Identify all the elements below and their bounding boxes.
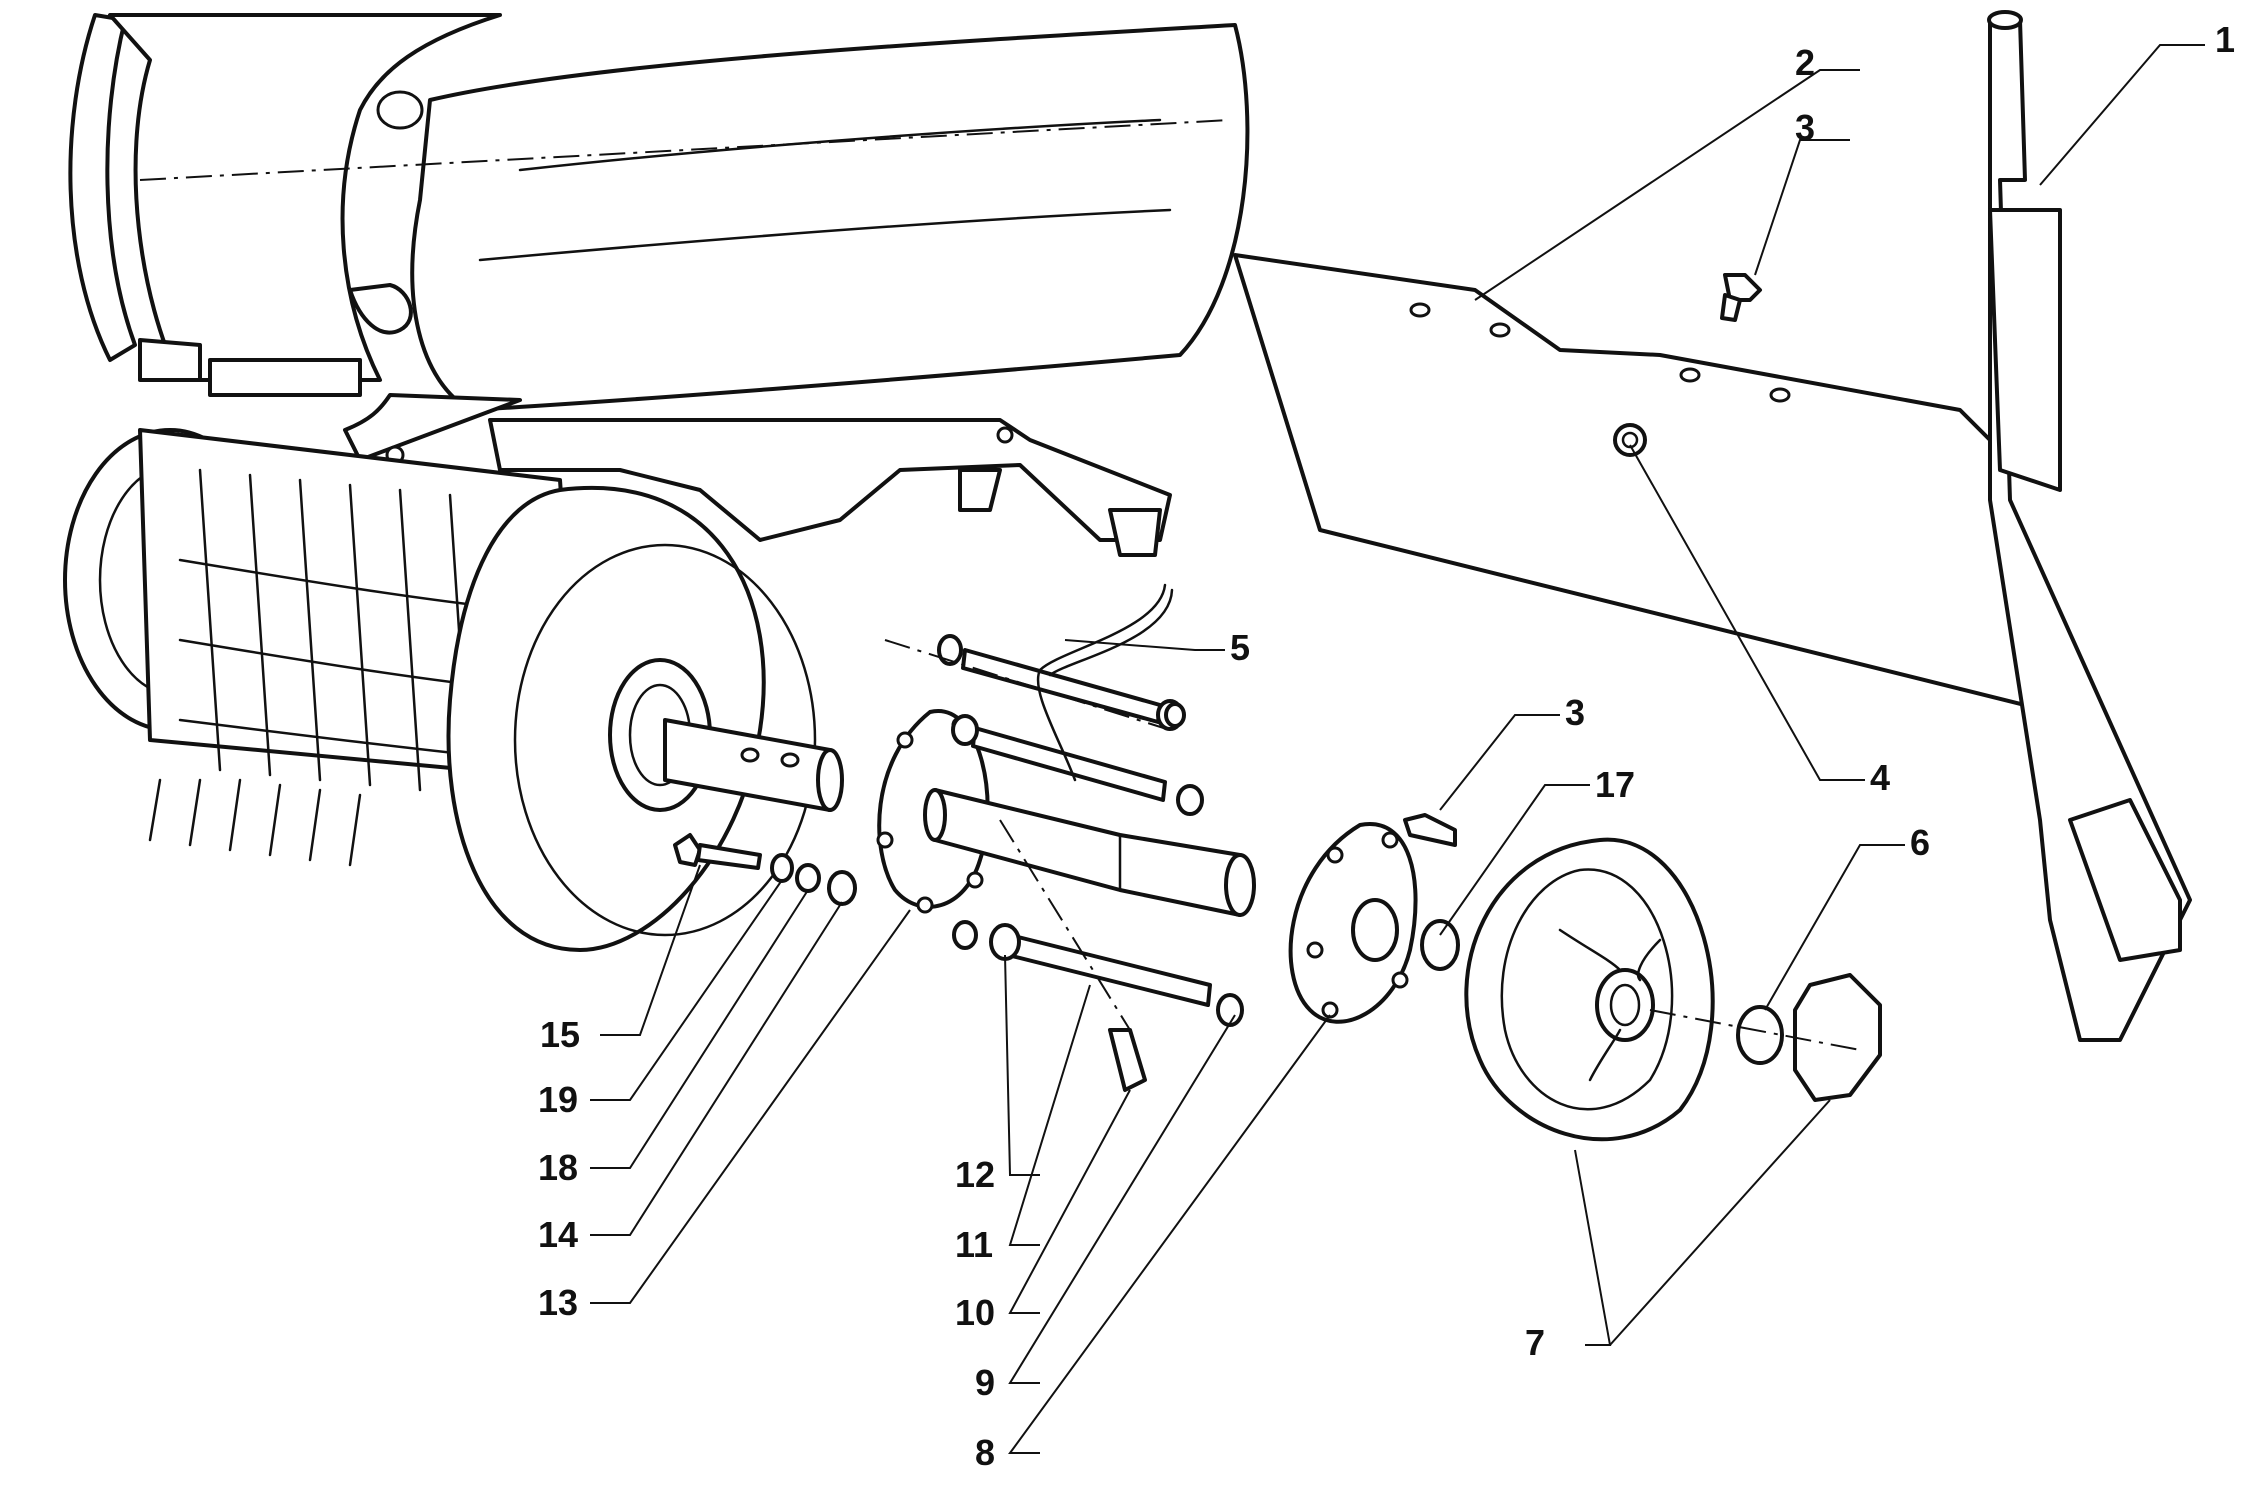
washer-14 bbox=[827, 870, 857, 906]
callout-6: 6 bbox=[1910, 822, 1930, 863]
callout-3-lower: 3 bbox=[1565, 692, 1585, 733]
callout-2: 2 bbox=[1795, 42, 1815, 83]
washer-17 bbox=[1420, 919, 1460, 971]
callout-13: 13 bbox=[538, 1282, 578, 1323]
hub-plate-8 bbox=[1288, 821, 1418, 1024]
handle-1 bbox=[1987, 10, 2192, 1042]
left-wheel-assembly bbox=[446, 486, 844, 952]
bolt-15 bbox=[673, 833, 762, 870]
callout-4: 4 bbox=[1870, 757, 1890, 798]
lower-pin-9 bbox=[1006, 933, 1244, 1027]
callout-labels: 1 2 3 3 4 5 6 7 8 9 10 11 12 13 14 15 17… bbox=[538, 19, 2235, 1473]
callout-9: 9 bbox=[975, 1362, 995, 1403]
long-axle bbox=[923, 788, 1256, 917]
callout-10: 10 bbox=[955, 1292, 995, 1333]
callout-5: 5 bbox=[1230, 627, 1250, 668]
callout-8: 8 bbox=[975, 1432, 995, 1473]
callout-15: 15 bbox=[540, 1014, 580, 1055]
cover-plate-2 bbox=[1233, 253, 2047, 712]
nut-4 bbox=[1613, 423, 1647, 457]
callout-7: 7 bbox=[1525, 1322, 1545, 1363]
washer-19 bbox=[770, 853, 794, 883]
bushing-12 bbox=[952, 920, 1021, 961]
circlip-6 bbox=[1736, 1005, 1784, 1065]
callout-14: 14 bbox=[538, 1214, 578, 1255]
callout-1: 1 bbox=[2215, 19, 2235, 60]
callout-17: 17 bbox=[1595, 764, 1635, 805]
upper-pin-shafts bbox=[937, 634, 1204, 816]
right-wheel-7 bbox=[1464, 837, 1715, 1142]
pin-10 bbox=[1108, 1028, 1147, 1092]
hub-cap-7 bbox=[1793, 973, 1882, 1102]
wire-spring-5 bbox=[1036, 583, 1174, 782]
leader-lines bbox=[590, 44, 2205, 1454]
bolt-3-lower bbox=[1403, 813, 1457, 847]
callout-18: 18 bbox=[538, 1147, 578, 1188]
machine-body bbox=[68, 13, 1250, 557]
callout-12: 12 bbox=[955, 1154, 995, 1195]
callout-19: 19 bbox=[538, 1079, 578, 1120]
callout-3-upper: 3 bbox=[1795, 107, 1815, 148]
bolt-3-upper bbox=[1720, 273, 1762, 322]
callout-11: 11 bbox=[955, 1224, 993, 1265]
nut-18 bbox=[795, 863, 821, 893]
